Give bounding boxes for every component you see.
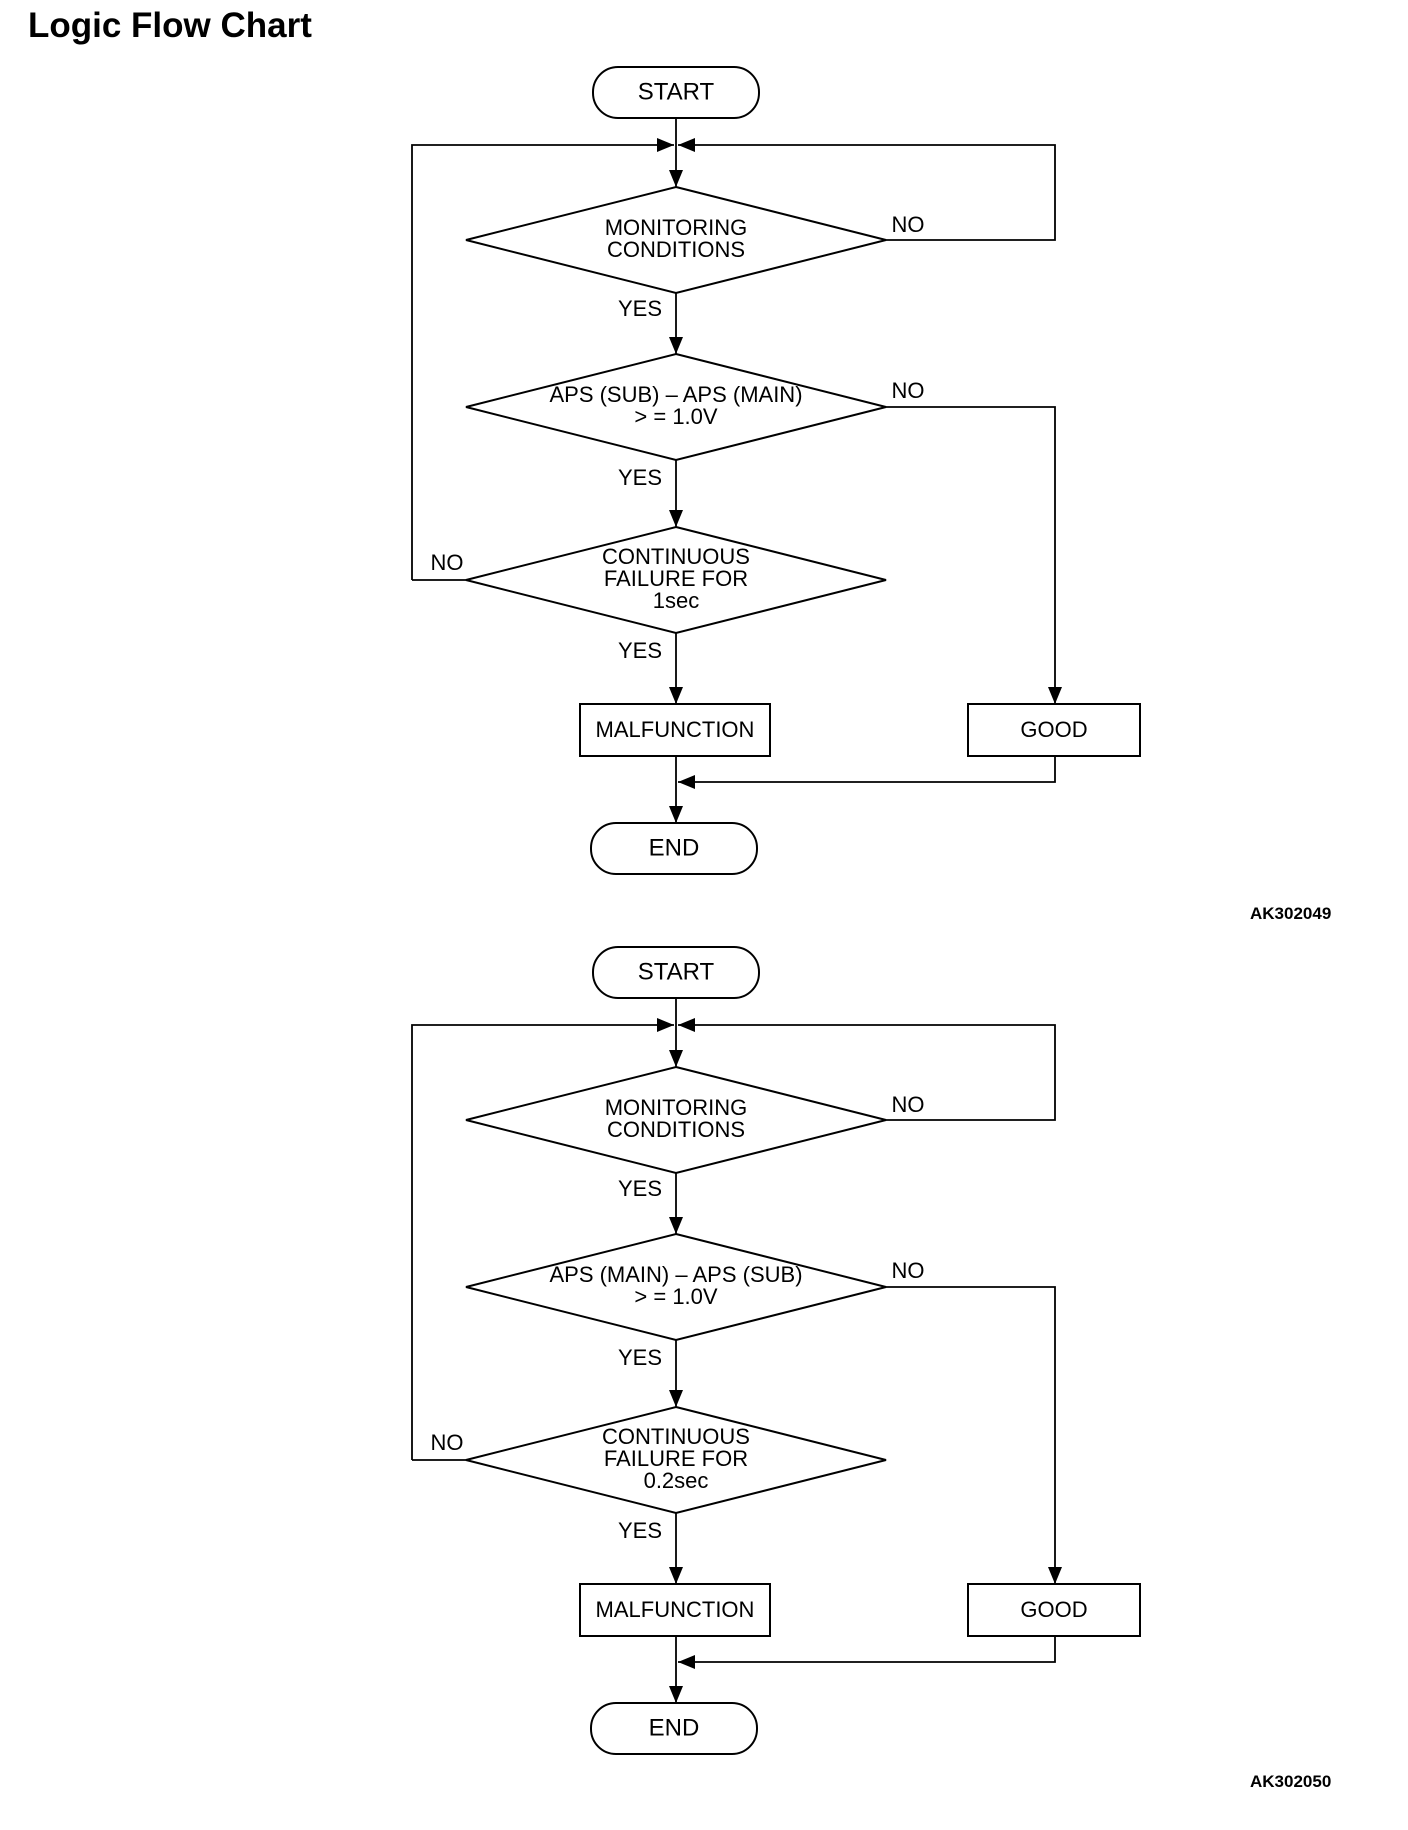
arrow-to-decision-1 (669, 1050, 683, 1067)
decision-1-yes-label: YES (618, 1176, 662, 1201)
figure-id-2: AK302050 (1250, 1772, 1332, 1791)
arrow-loop-left (657, 1018, 674, 1032)
figure-id-1: AK302049 (1250, 904, 1332, 923)
good-label: GOOD (1020, 1597, 1087, 1622)
decision-3-yes-label: YES (618, 638, 662, 663)
decision-3-no-label: NO (431, 1430, 464, 1455)
malfunction-label: MALFUNCTION (596, 717, 755, 742)
decision-1-text: CONDITIONS (607, 1117, 745, 1142)
end-terminal (590, 822, 758, 875)
decision-2-text: > = 1.0V (634, 404, 718, 429)
decision-2-no-label: NO (892, 378, 925, 403)
connector-2-good (886, 1286, 1056, 1584)
arrow-loop-right (678, 1018, 695, 1032)
connector-2-good (886, 406, 1056, 704)
arrow-to-end (669, 806, 683, 823)
decision-3-text: 1sec (653, 588, 699, 613)
decision-3-no-label: NO (431, 550, 464, 575)
decision-2-no-label: NO (892, 1258, 925, 1283)
arrow-to-good (1048, 687, 1062, 704)
start-label: START (638, 78, 715, 105)
decision-1-yes-label: YES (618, 296, 662, 321)
connector-loop-left (411, 1024, 674, 1460)
decision-2-text: APS (SUB) – APS (MAIN) (549, 382, 802, 407)
connector-loop-right (678, 144, 1056, 241)
arrow-to-end (669, 1686, 683, 1703)
connector-good-join (678, 1636, 1056, 1663)
decision-2-text: APS (MAIN) – APS (SUB) (549, 1262, 802, 1287)
malfunction-box (579, 703, 771, 757)
arrow-loop-right (678, 138, 695, 152)
connector-good-join (678, 756, 1056, 783)
decision-2-text: > = 1.0V (634, 1284, 718, 1309)
arrow-to-decision-3 (669, 510, 683, 527)
page-title: Logic Flow Chart (28, 6, 312, 45)
decision-3-text: CONTINUOUS (602, 544, 750, 569)
decision-2-yes-label: YES (618, 1345, 662, 1370)
decision-1-text: CONDITIONS (607, 237, 745, 262)
malfunction-label: MALFUNCTION (596, 1597, 755, 1622)
arrow-to-decision-3 (669, 1390, 683, 1407)
decision-1-text: MONITORING (605, 215, 748, 240)
decision-2-yes-label: YES (618, 465, 662, 490)
end-terminal (590, 1702, 758, 1755)
decision-1-no-label: NO (892, 212, 925, 237)
end-label: END (649, 1714, 700, 1741)
arrow-to-malfunction (669, 687, 683, 704)
arrow-to-decision-2 (669, 337, 683, 354)
arrow-good-join (678, 1655, 695, 1669)
good-box (967, 1583, 1141, 1637)
decision-3-yes-label: YES (618, 1518, 662, 1543)
arrow-to-decision-1 (669, 170, 683, 187)
arrow-loop-left (657, 138, 674, 152)
good-box (967, 703, 1141, 757)
decision-1-no-label: NO (892, 1092, 925, 1117)
good-label: GOOD (1020, 717, 1087, 742)
decision-3-text: FAILURE FOR (604, 1446, 748, 1471)
decision-1-text: MONITORING (605, 1095, 748, 1120)
decision-3-text: 0.2sec (644, 1468, 709, 1493)
decision-3-text: CONTINUOUS (602, 1424, 750, 1449)
connector-loop-left (411, 144, 674, 580)
decision-3-text: FAILURE FOR (604, 566, 748, 591)
connector-loop-right (678, 1024, 1056, 1121)
arrow-to-decision-2 (669, 1217, 683, 1234)
end-label: END (649, 834, 700, 861)
arrow-to-good (1048, 1567, 1062, 1584)
arrow-good-join (678, 775, 695, 789)
arrow-to-malfunction (669, 1567, 683, 1584)
malfunction-box (579, 1583, 771, 1637)
start-label: START (638, 958, 715, 985)
